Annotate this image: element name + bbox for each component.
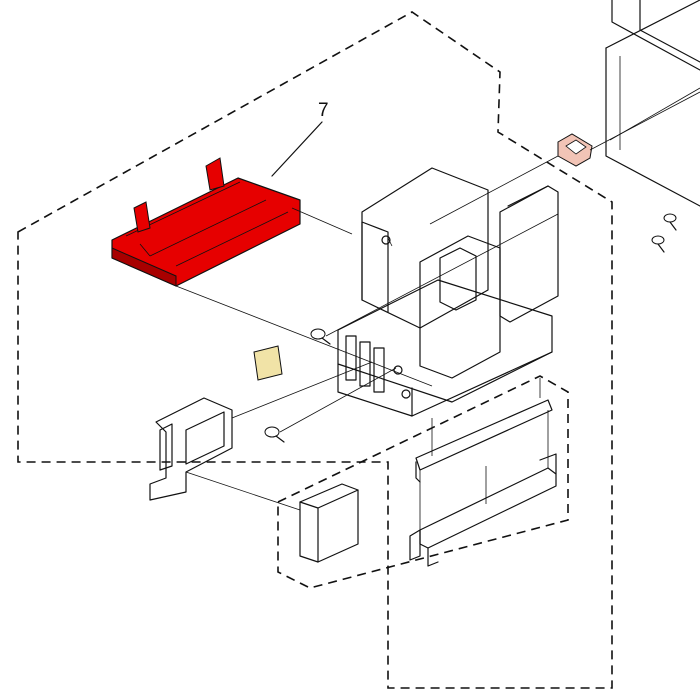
main-housing [337,167,559,417]
screw [264,426,285,443]
subassembly-boundary-dashed [277,375,569,589]
assembly-boundary-dashed [17,11,613,689]
foam-block [299,483,359,563]
screw-leader-line [325,213,559,337]
alignment-line [291,207,353,235]
callout-label-7: 7 [318,100,329,121]
alignment-line [175,285,433,387]
callout-leader [271,121,323,177]
bracket-leader-line-2 [185,471,301,511]
bracket-leader-line [231,361,373,419]
screw-leader-line [279,367,397,433]
clip-leader-line [589,91,700,151]
side-bracket [149,397,233,501]
screw [310,328,331,345]
adhesive-pad [253,345,283,381]
screw [663,213,677,231]
screw [651,235,665,253]
small-clip [557,133,593,167]
clip-leader-line-2 [429,155,559,225]
highlighted-tray-part [111,157,301,287]
background-frame [605,0,700,207]
